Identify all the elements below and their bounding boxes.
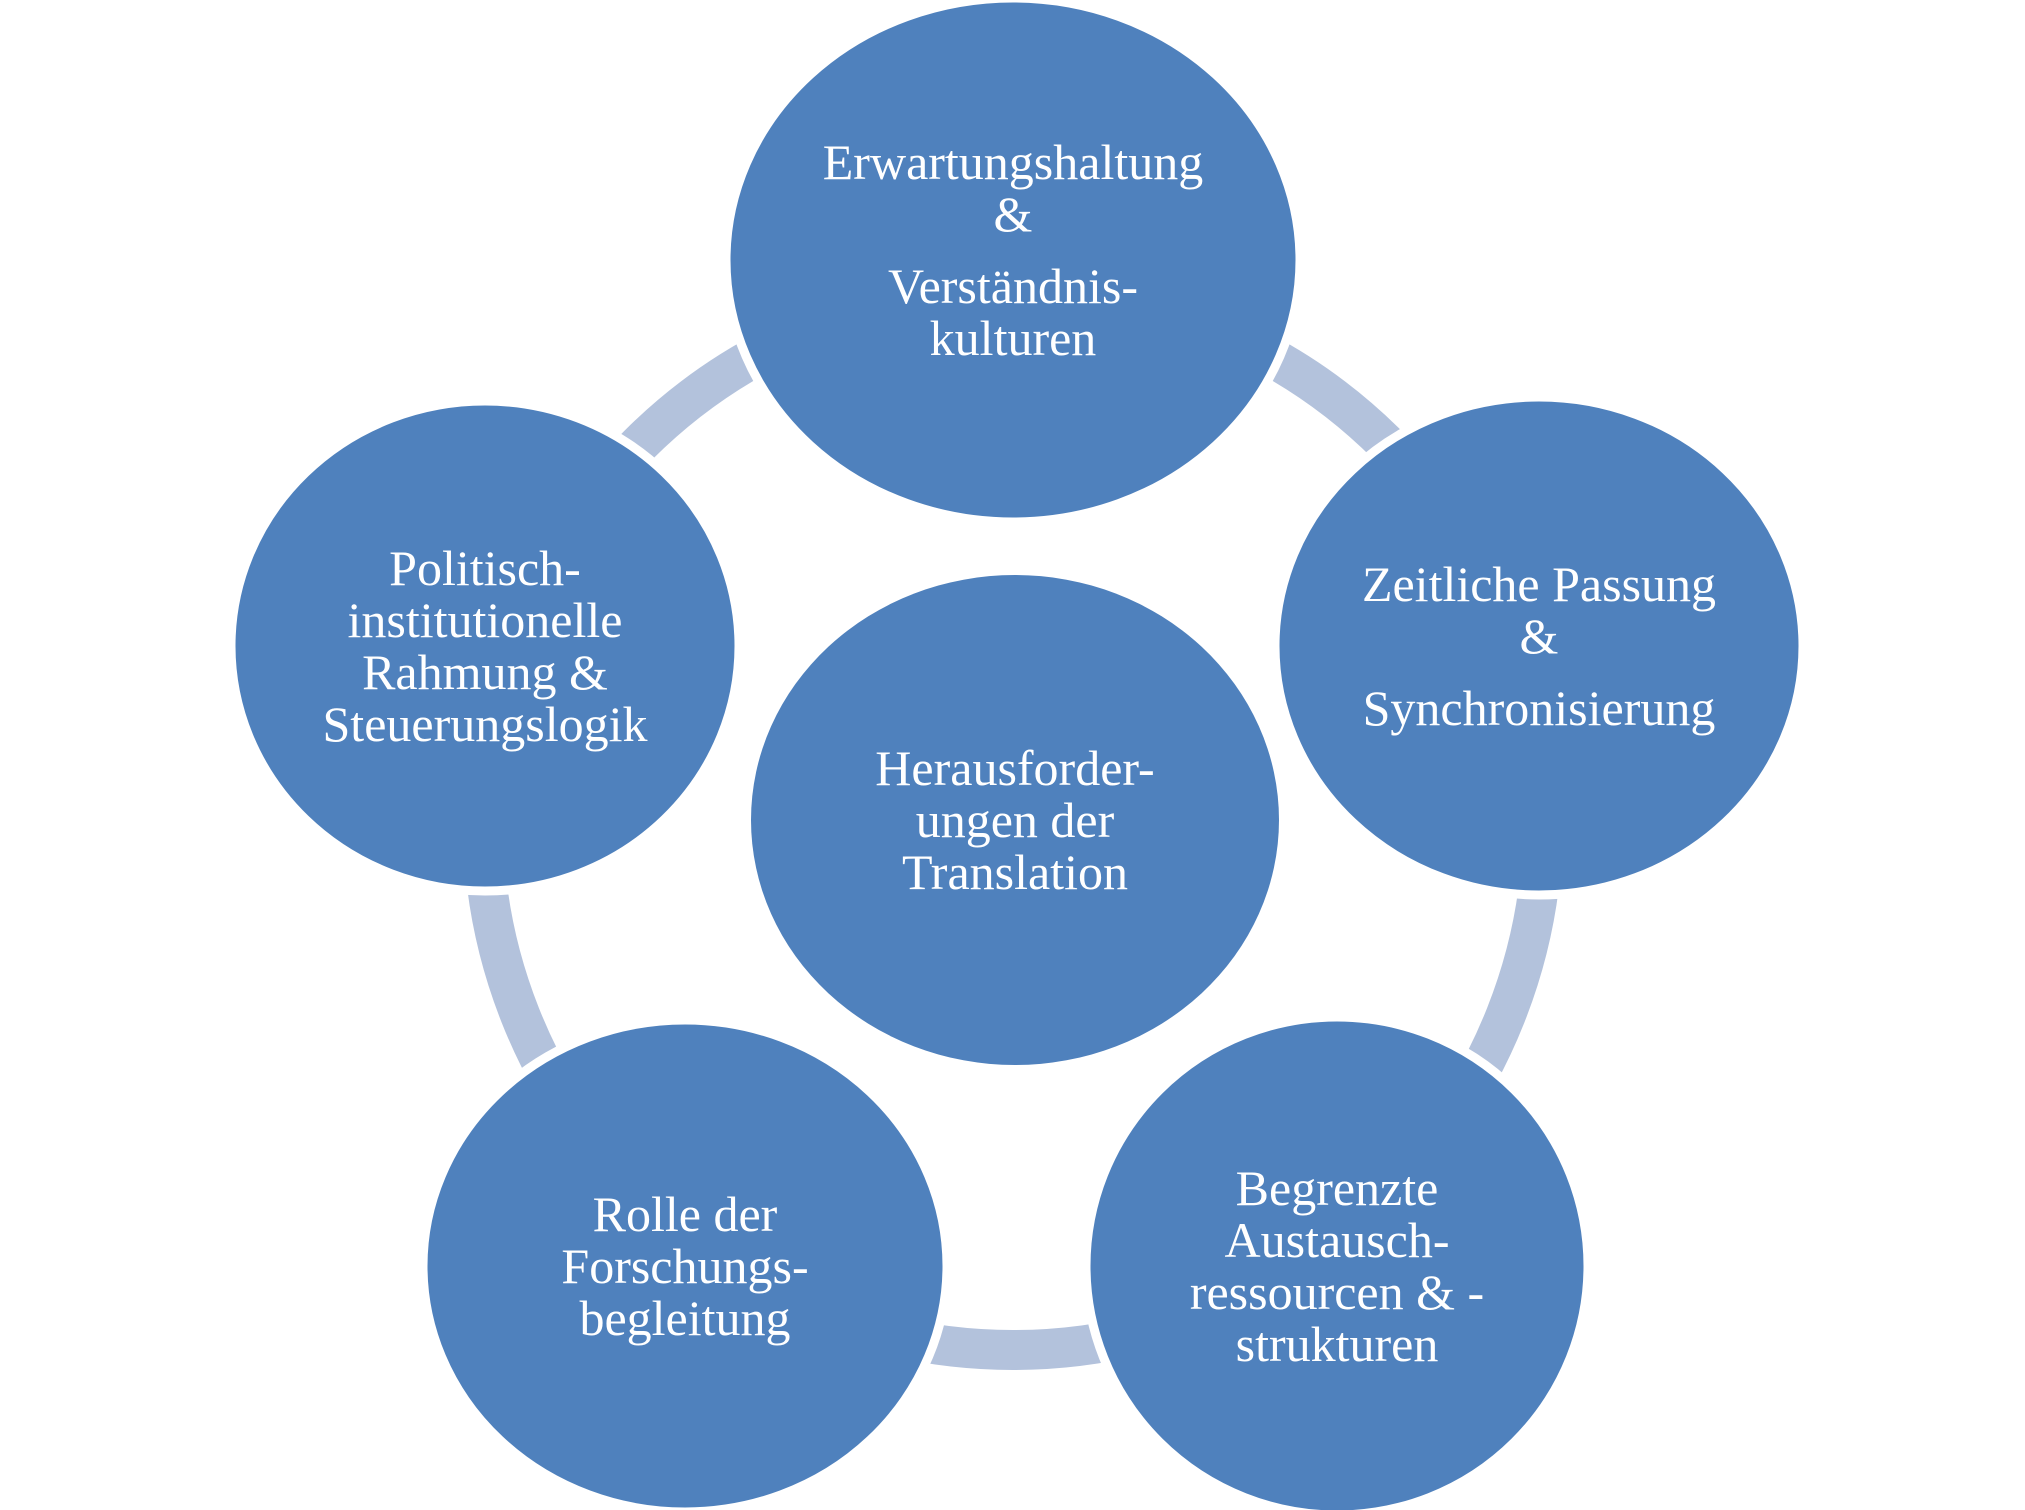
center-line: Herausforder- <box>875 740 1155 796</box>
center-label: Herausforder- ungen der Translation <box>751 575 1279 1065</box>
node-line: Steuerungslogik <box>322 696 648 752</box>
node-line: institutionelle <box>347 592 623 648</box>
node-line: Erwartungshaltung <box>822 134 1204 190</box>
node-line: Begrenzte <box>1235 1160 1439 1216</box>
node-line: Verständnis- <box>888 258 1138 314</box>
node-line: begleitung <box>579 1290 791 1346</box>
node-line: Austausch- <box>1224 1212 1450 1268</box>
center-circle <box>751 575 1279 1065</box>
node-bottom-right: Begrenzte Austausch- ressourcen & - stru… <box>1086 1017 1588 1510</box>
node-line: & <box>993 186 1033 242</box>
node-line: Rahmung & <box>362 644 608 700</box>
node-line: Forschungs- <box>561 1238 809 1294</box>
center-line: ungen der <box>915 792 1115 848</box>
center-line: Translation <box>902 844 1128 900</box>
node-line: & <box>1519 608 1559 664</box>
node-circle-top <box>721 0 1305 527</box>
node-circle-bottom-right <box>1081 1012 1593 1510</box>
node-circle-bottom-left <box>418 1015 952 1510</box>
node-left: Politisch- institutionelle Rahmung & Ste… <box>231 401 739 891</box>
node-line: Zeitliche Passung <box>1361 556 1717 612</box>
node-line: Politisch- <box>389 540 581 596</box>
node-circle-left <box>226 396 744 896</box>
node-right: Zeitliche Passung & Synchronisierung <box>1275 397 1803 895</box>
node-top: Erwartungshaltung & Verständnis- kulture… <box>726 0 1300 500</box>
node-line: Synchronisierung <box>1362 680 1716 736</box>
node-line: strukturen <box>1235 1316 1439 1372</box>
node-line: Rolle der <box>592 1186 778 1242</box>
node-bottom-left: Rolle der Forschungs- begleitung <box>423 1020 947 1510</box>
node-line: ressourcen & - <box>1189 1264 1485 1320</box>
node-line: kulturen <box>929 310 1097 366</box>
node-circle-right <box>1270 392 1808 900</box>
